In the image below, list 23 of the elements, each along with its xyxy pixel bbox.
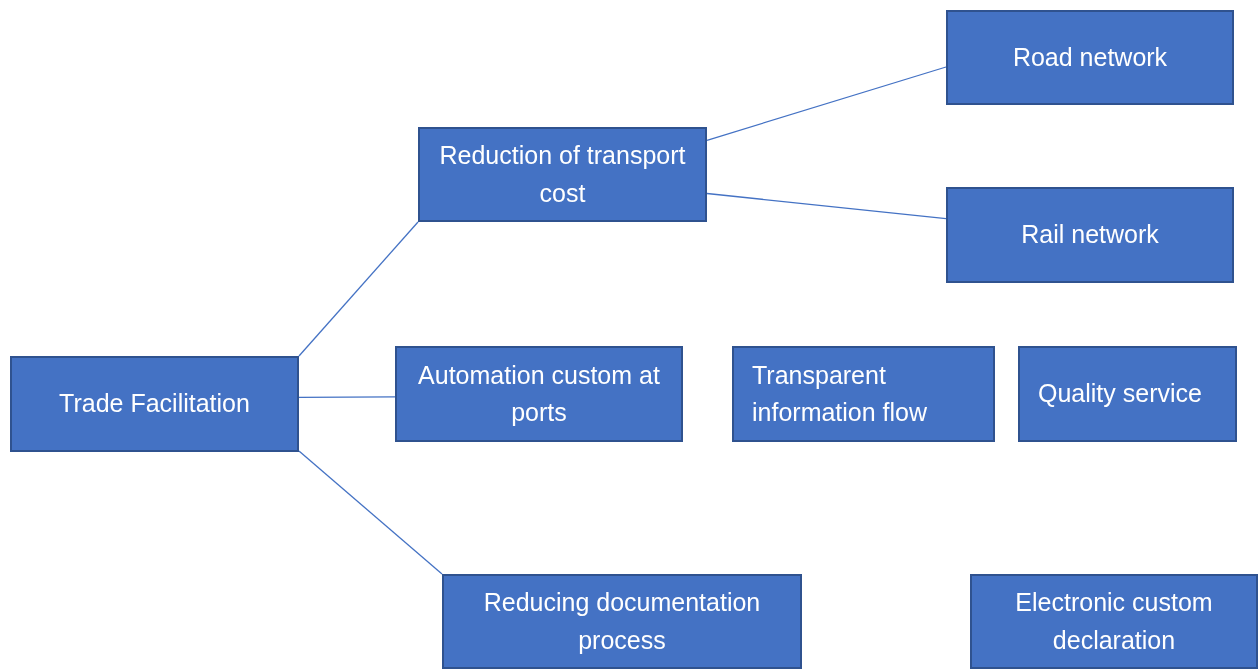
process-box — [1018, 346, 1237, 442]
box-label: Automation custom at ports — [417, 359, 661, 428]
box-label: Reduction of transport cost — [438, 140, 687, 209]
box-label: Reducing documentation process — [482, 587, 762, 656]
connector-line — [706, 192, 947, 220]
process-box — [946, 187, 1234, 283]
process-box — [418, 127, 707, 222]
process-box — [970, 574, 1258, 669]
box-label: Transparent information flow — [751, 359, 929, 428]
process-box — [10, 356, 299, 452]
box-label: Trade Facilitation — [58, 388, 251, 420]
process-box — [946, 10, 1234, 105]
connector-line — [298, 450, 443, 575]
process-box — [732, 346, 995, 442]
process-box — [395, 346, 683, 442]
box-label: Electronic custom declaration — [1014, 587, 1214, 656]
box-label: Road network — [1011, 41, 1169, 73]
box-label: Rail network — [1020, 219, 1160, 251]
connector-line — [706, 66, 947, 141]
connector-line — [298, 221, 419, 357]
process-box — [442, 574, 802, 669]
box-label: Quality service — [1037, 378, 1203, 410]
connector-line — [298, 396, 396, 398]
